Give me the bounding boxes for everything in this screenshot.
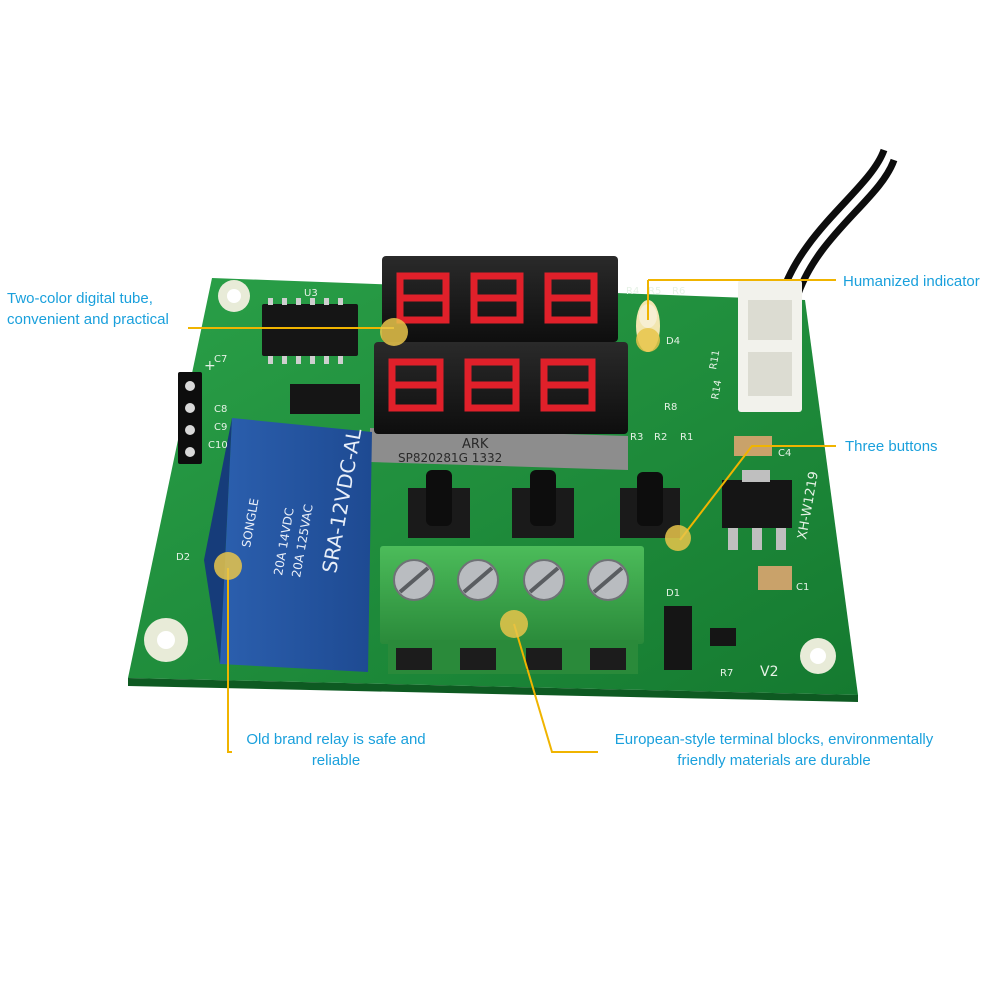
label-r5: R5 <box>648 286 661 297</box>
voltage-regulator <box>722 470 792 550</box>
pin-header <box>178 372 202 464</box>
label-plus: + <box>204 358 216 374</box>
label-r8: R8 <box>664 402 677 413</box>
callout-indicator: Humanized indicator <box>843 271 993 292</box>
leader-terminals <box>513 623 598 753</box>
button-2 <box>512 470 574 538</box>
callout-relay: Old brand relay is safe and reliable <box>236 729 436 771</box>
display-part-label: SP820281G 1332 <box>398 451 502 465</box>
callout-indicator-line1: Humanized indicator <box>843 273 980 290</box>
display-top-digits <box>396 272 598 324</box>
label-r2: R2 <box>654 432 667 443</box>
display-vendor-label: ARK <box>462 437 489 452</box>
sensor-connector <box>738 148 898 412</box>
callout-buttons-line1: Three buttons <box>845 438 938 455</box>
resistor-r7 <box>710 628 736 646</box>
label-r6: R6 <box>672 286 685 297</box>
label-d1: D1 <box>666 588 680 599</box>
callout-relay-line1: Old brand relay is safe and <box>246 731 426 748</box>
label-r7: R7 <box>720 668 733 679</box>
callout-digital-tube-line1: Two-color digital tube, <box>7 290 153 307</box>
callout-buttons: Three buttons <box>845 436 995 457</box>
version-label: V2 <box>760 664 778 680</box>
label-d4: D4 <box>666 336 680 347</box>
marker-buttons <box>665 525 691 551</box>
label-c7: C7 <box>214 354 227 365</box>
marker-digital-tube <box>380 318 408 346</box>
capacitor-c1 <box>758 566 792 590</box>
ic-u3 <box>262 298 358 364</box>
digital-display: ARK SP820281G 1332 <box>370 256 628 470</box>
callout-digital-tube-line2: convenient and practical <box>7 311 169 328</box>
marker-relay <box>214 552 242 580</box>
leader-buttons <box>679 445 836 541</box>
callout-terminals: European-style terminal blocks, environm… <box>600 729 948 771</box>
button-1 <box>408 470 470 538</box>
label-c9: C9 <box>214 422 227 433</box>
callout-terminals-line1: European-style terminal blocks, environm… <box>614 731 934 748</box>
diode-d1 <box>664 606 692 670</box>
marker-dots <box>214 318 691 638</box>
label-r4: R4 <box>626 286 639 297</box>
label-d2: D2 <box>176 552 190 563</box>
terminal-block <box>380 546 644 674</box>
tactile-buttons <box>408 470 680 538</box>
label-c10: C10 <box>208 440 228 451</box>
leader-relay <box>227 568 232 753</box>
label-r3: R3 <box>630 432 643 443</box>
display-bottom-digits <box>388 358 596 412</box>
ic-small <box>290 384 360 414</box>
label-u3: U3 <box>304 288 318 299</box>
label-c8: C8 <box>214 404 227 415</box>
mounting-holes <box>144 280 836 674</box>
label-c1: C1 <box>796 582 809 593</box>
marker-indicator <box>636 328 660 352</box>
leader-lines <box>188 279 836 753</box>
relay: SONGLE SRA-12VDC-AL 20A 14VDC 20A 125VAC <box>204 418 372 672</box>
label-r11: R11 <box>708 349 722 370</box>
label-c4: C4 <box>778 448 791 459</box>
marker-terminals <box>500 610 528 638</box>
label-r14: R14 <box>710 379 724 400</box>
label-r1: R1 <box>680 432 693 443</box>
callout-digital-tube: Two-color digital tube, convenient and p… <box>7 288 207 330</box>
callout-terminals-line2: friendly materials are durable <box>677 752 871 769</box>
callout-relay-line2: reliable <box>311 752 361 769</box>
